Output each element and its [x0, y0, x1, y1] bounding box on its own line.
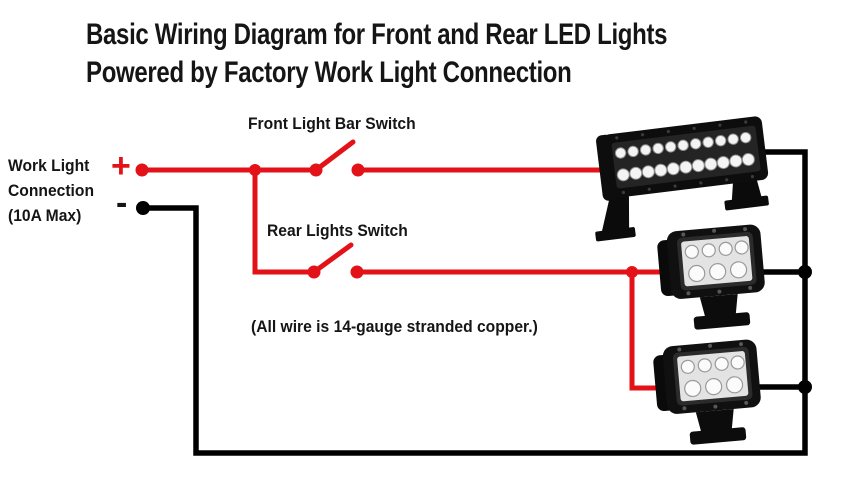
pod2-led-array [680, 355, 745, 398]
rear-switch-pole-dot [307, 265, 321, 279]
front-light-bar-switch-symbol [309, 139, 365, 177]
positive-terminal-symbol: + [111, 147, 131, 185]
diagram-title-line2: Powered by Factory Work Light Connection [86, 56, 572, 89]
front-led-light-bar [595, 116, 769, 242]
negative-junction-dot-1 [798, 265, 812, 279]
negative-terminal-dot [136, 201, 150, 215]
negative-terminal-symbol: - [116, 184, 128, 222]
pod2-screws [677, 342, 749, 411]
rear-lights-switch-label: Rear Lights Switch [267, 221, 408, 240]
pod1-screws [681, 227, 753, 296]
work-light-label-line2: Connection [8, 181, 95, 200]
light-bar-left-bracket [601, 196, 630, 234]
light-bar-left-foot [595, 227, 636, 242]
wire-gauge-note: (All wire is 14-gauge stranded copper.) [251, 317, 538, 336]
diagram-title-line1: Basic Wiring Diagram for Front and Rear … [86, 18, 668, 51]
light-bar-right-foot [724, 195, 769, 211]
pod2-foot [689, 427, 747, 445]
rear-led-pod-light-1 [657, 224, 765, 330]
positive-wire-branch-rear [252, 167, 317, 275]
diagram-title: Basic Wiring Diagram for Front and Rear … [86, 16, 668, 92]
pod1-foot [693, 312, 751, 330]
light-bar-led-array [614, 131, 755, 182]
work-light-label-line1: Work Light [8, 156, 90, 175]
negative-wire [136, 149, 812, 456]
positive-junction-dot-rear [626, 266, 638, 278]
rear-lights-switch-symbol [307, 242, 364, 279]
work-light-connection-label: Work Light Connection (10A Max) [8, 153, 94, 228]
front-switch-pole-dot [309, 163, 323, 177]
pod2-bracket [695, 408, 734, 434]
pod1-led-array [684, 240, 749, 283]
light-bar-screws [615, 120, 755, 195]
positive-wire [135, 139, 683, 391]
front-switch-throw-dot [351, 163, 365, 177]
negative-junction-dot-2 [798, 380, 812, 394]
rear-switch-throw-dot [350, 265, 364, 279]
front-light-bar-switch-label: Front Light Bar Switch [248, 114, 416, 133]
front-switch-lever [313, 139, 356, 173]
pod1-bracket [699, 293, 738, 319]
negative-wire-main-run [140, 149, 808, 456]
positive-junction-dot-front [249, 164, 261, 176]
work-light-label-line3: (10A Max) [8, 206, 82, 225]
rear-switch-lever [311, 242, 354, 275]
positive-terminal-dot [135, 163, 149, 177]
rear-led-pod-light-2 [653, 339, 761, 445]
